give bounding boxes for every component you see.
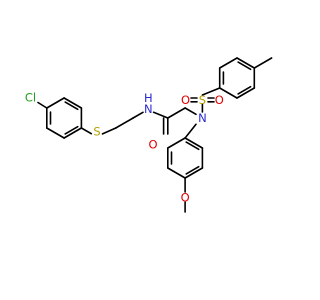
- sulfonyl-oxygen-bonds: [190, 97, 215, 103]
- molecule-structure: Cl S N H O N S O O O: [25, 57, 273, 213]
- tolyl-methyl-bond: [253, 57, 273, 69]
- sulfonyl-oxygen-right-atom: O: [215, 93, 224, 107]
- amide-nitrogen-atom: N: [144, 102, 153, 116]
- thioether-sulfur-atom: S: [93, 125, 100, 139]
- sulfonamide-nitrogen-atom: N: [198, 111, 207, 125]
- tolyl-ring: [218, 57, 256, 99]
- n-ring-bond: [184, 123, 197, 139]
- chlorophenyl-ring: [45, 97, 83, 139]
- methoxyphenyl-ring: [167, 137, 204, 179]
- s-ring-bond: [201, 87, 221, 96]
- methylene-bond: [167, 107, 186, 119]
- ethyl-linker: [101, 111, 169, 135]
- cl-bond: [37, 101, 48, 109]
- sulfonyl-sulfur-atom: S: [199, 93, 206, 107]
- chlorine-atom: Cl: [25, 91, 36, 105]
- ring-s-bond: [80, 127, 93, 135]
- carbonyl-oxygen-atom: O: [148, 138, 157, 152]
- amide-hydrogen-atom: H: [144, 91, 153, 105]
- carbonyl-bond: [162, 117, 169, 135]
- methylene-n-bond: [184, 107, 197, 116]
- methoxy-oxygen-atom: O: [181, 191, 190, 205]
- sulfonyl-oxygen-left-atom: O: [181, 93, 190, 107]
